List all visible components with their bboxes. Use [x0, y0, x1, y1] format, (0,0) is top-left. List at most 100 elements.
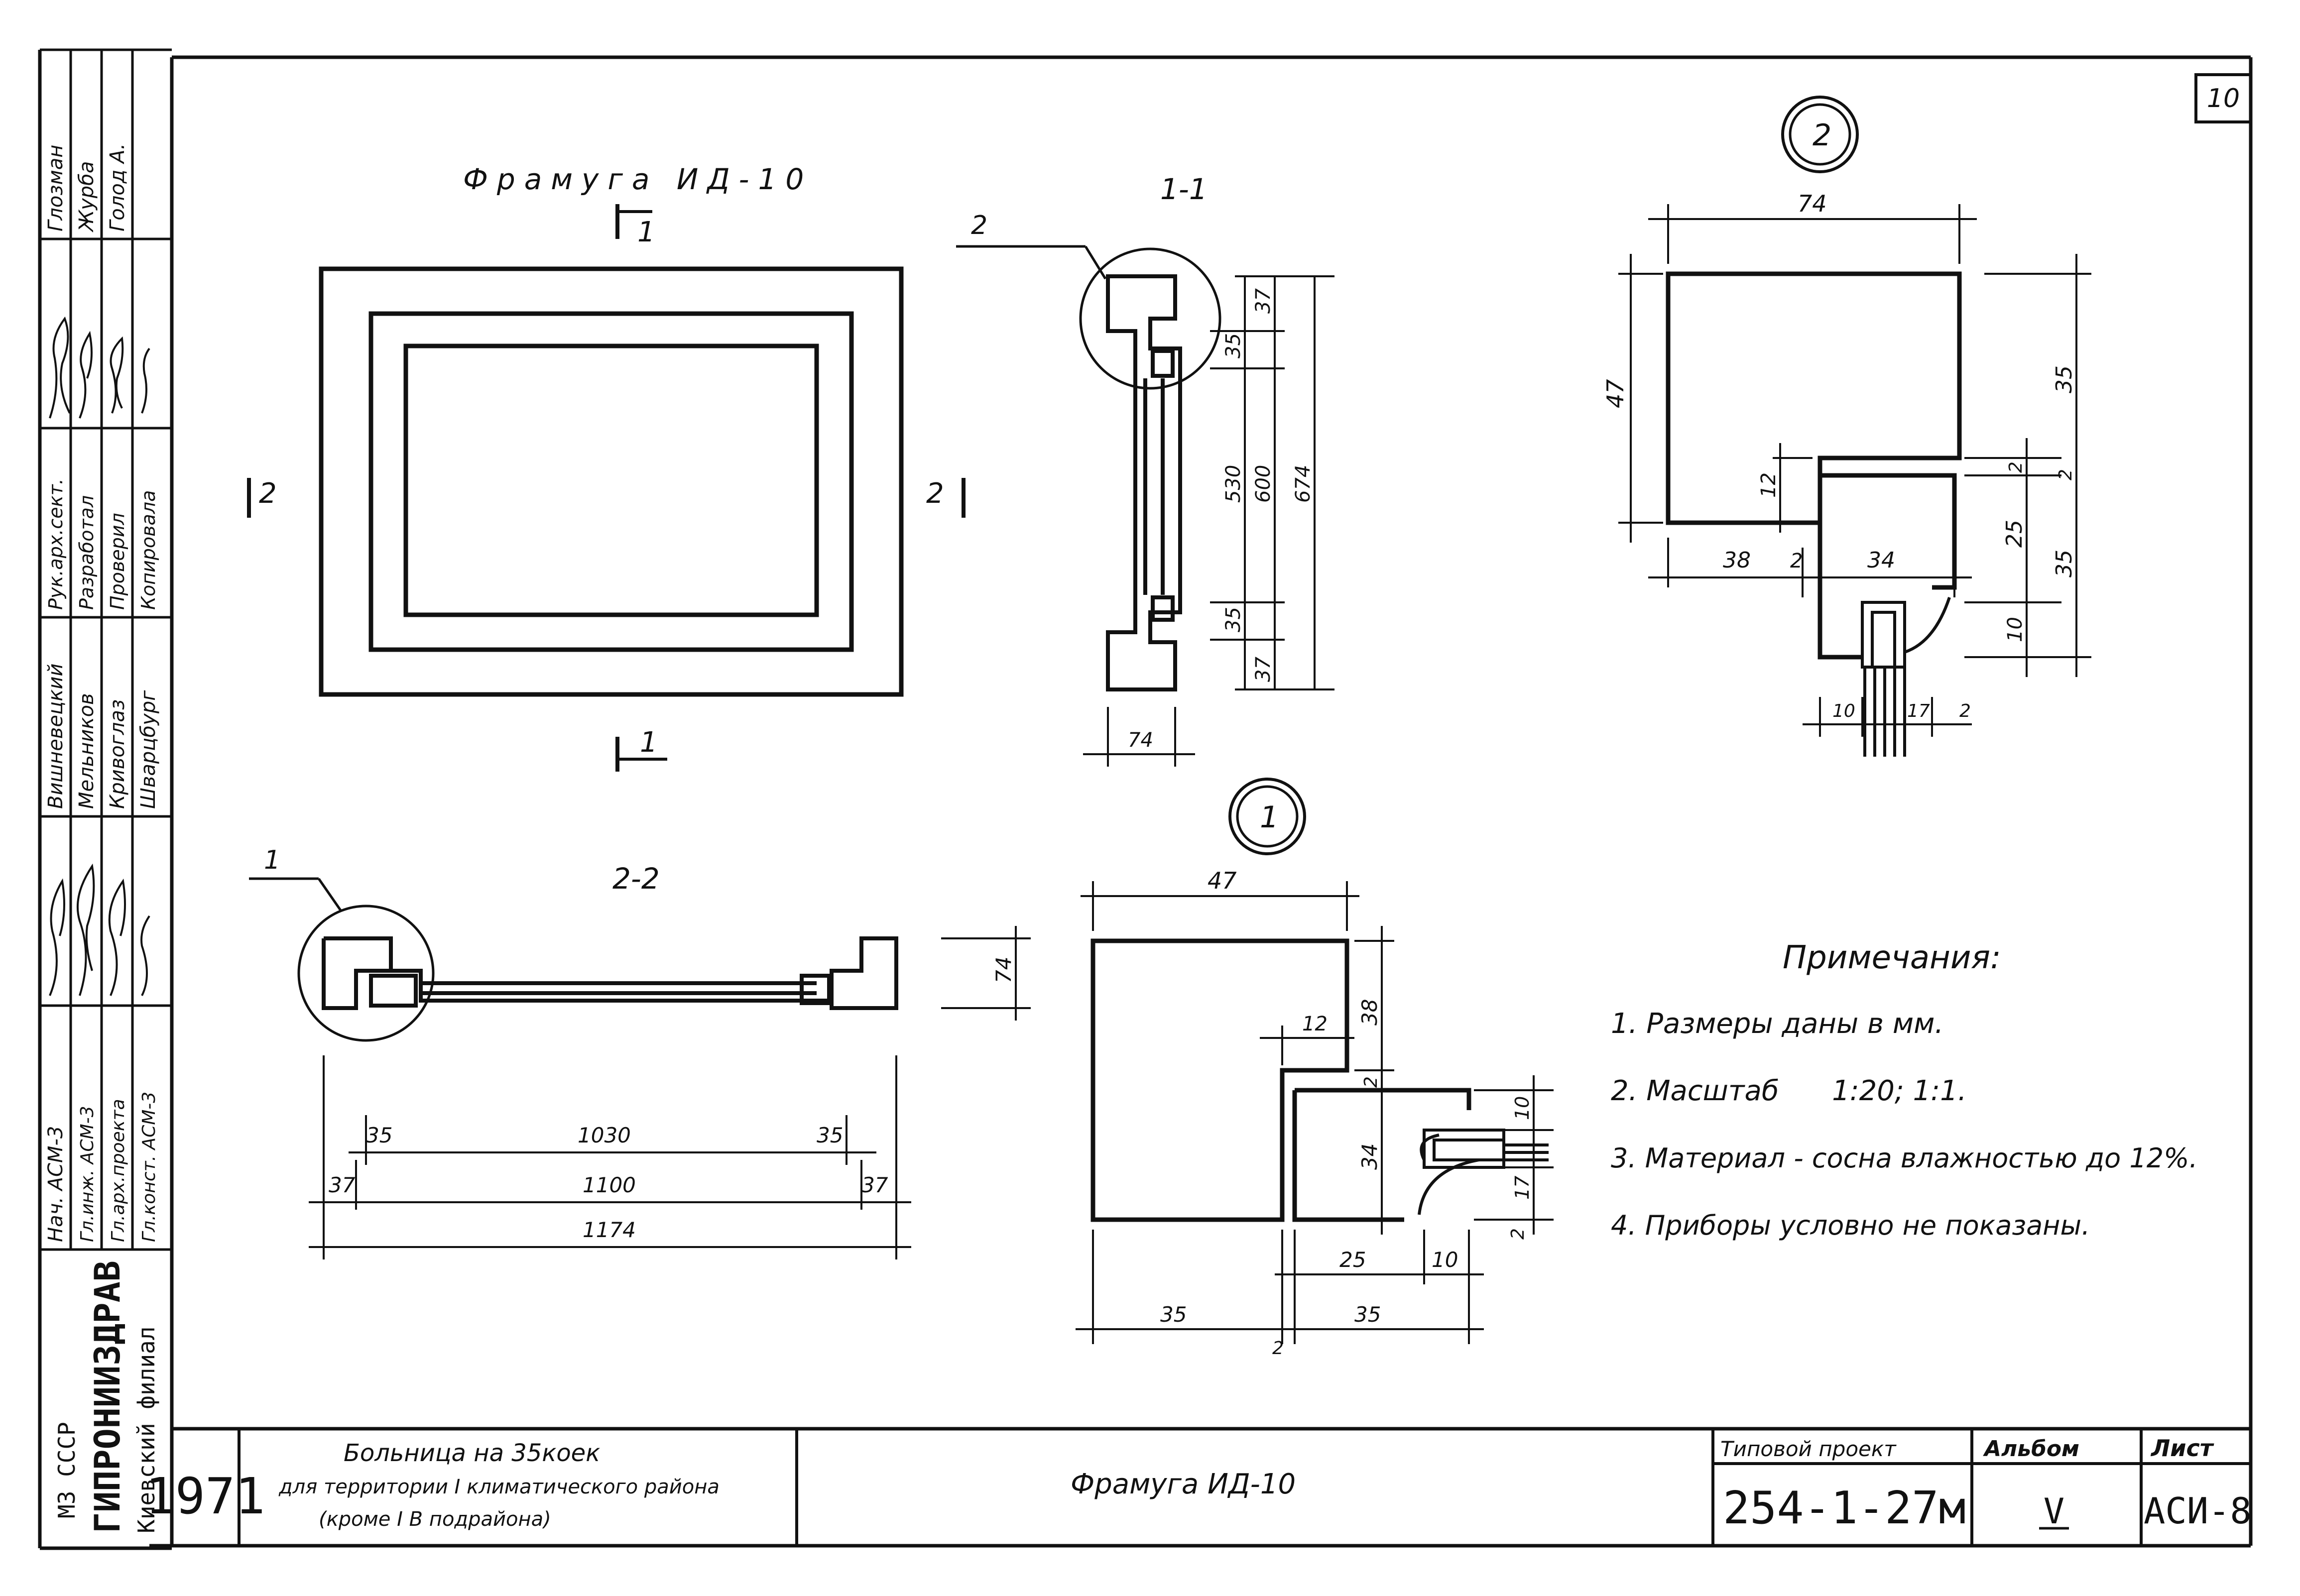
detail-2: 2 74 47	[1602, 96, 2091, 757]
sec11-d35-bot: 35	[1222, 607, 1245, 632]
notes-heading: Примечания:	[1783, 939, 2001, 976]
detail-2-number: 2	[1813, 118, 1831, 153]
det2-d12: 12	[1757, 472, 1780, 498]
det1-d35a: 35	[1160, 1302, 1187, 1327]
cut-marker-1-bottom: 1	[615, 726, 667, 772]
det2-d25: 25	[2002, 520, 2027, 548]
stamp-r3c1: Гл.арх.проекта	[108, 1099, 128, 1242]
stamp-r4c2: Шварцбург	[137, 690, 160, 809]
stamp-organization: МЗ СССР ГИПРОНИИЗДРАВ Киевский филиал	[53, 1260, 160, 1533]
stamp-r1c3: Рук.арх.сект.	[45, 478, 67, 610]
stamp-r1c2: Вишневецкий	[44, 664, 67, 809]
stamp-r4c1: Гл.конст. АСМ-3	[139, 1092, 159, 1242]
cut-2-right-label: 2	[926, 477, 944, 510]
det2-d47: 47	[1602, 379, 1629, 408]
notes-item-4: 4. Приборы условно не показаны.	[1611, 1210, 2090, 1241]
stamp-r2c2: Мельников	[75, 693, 98, 809]
elevation-view: Фрамуга ИД-10 1 1 2 2	[247, 162, 966, 772]
stamp-r1c1: Нач. АСМ-3	[44, 1126, 67, 1242]
det1-d2b: 2	[1508, 1228, 1528, 1240]
det1-d2a: 2	[1361, 1076, 1381, 1088]
det2-d34: 34	[1867, 548, 1895, 573]
det2-d35a: 35	[2052, 365, 2077, 393]
notes-item-3: 3. Материал - сосна влажностью до 12%.	[1611, 1142, 2198, 1174]
stamp-r2c1: Гл.инж. АСМ-3	[77, 1106, 98, 1242]
cut-1-top-label: 1	[637, 216, 655, 248]
sec22-d1100: 1100	[583, 1173, 636, 1197]
stamp-r3c3: Проверил	[107, 513, 128, 610]
sec22-d35-left: 35	[366, 1123, 392, 1147]
stamp-r1c4: Глозман	[44, 145, 67, 231]
sec11-d530: 530	[1222, 465, 1245, 503]
det2-d17: 17	[1907, 701, 1930, 721]
detail-2-callout-circle	[1079, 247, 1221, 390]
sec22-d1174: 1174	[583, 1218, 636, 1242]
sheet-frame	[38, 50, 2253, 1550]
cut-1-bottom-label: 1	[640, 726, 658, 759]
cut-marker-2-right: 2	[926, 477, 966, 518]
det2-d10a: 10	[2004, 617, 2027, 642]
det1-d10b: 10	[1432, 1248, 1458, 1272]
det2-d2b: 2	[2056, 469, 2076, 480]
org-ministry: МЗ СССР	[53, 1422, 80, 1518]
sec11-d74: 74	[1128, 729, 1153, 752]
det1-d10: 10	[1511, 1096, 1533, 1120]
sheet-number: 10	[2207, 84, 2240, 114]
tb-typical-label: Типовой проект	[1720, 1437, 1897, 1461]
sec11-d674: 674	[1292, 465, 1315, 503]
det2-d2a: 2	[2006, 461, 2026, 473]
det2-d74: 74	[1798, 190, 1827, 217]
det2-d35b: 35	[2052, 550, 2077, 577]
det1-d2c: 2	[1272, 1338, 1284, 1359]
tb-project-line1: Больница на 35коек	[344, 1439, 600, 1467]
det1-d34: 34	[1357, 1143, 1382, 1170]
section-2-2-callout-1: 1	[264, 845, 280, 875]
det1-d38: 38	[1357, 999, 1382, 1026]
tb-drawing-name: Фрамуга ИД-10	[1071, 1468, 1296, 1500]
stamp-col-name-left: Вишневецкий Мельников Кривоглаз Шварцбур…	[44, 664, 160, 809]
section-2-2: 2-2 1 74 35	[249, 845, 1031, 1259]
stamp-col-name-right: Глозман Журба Голод А.	[44, 143, 129, 233]
stamp-col-role-right: Рук.арх.сект. Разработал Проверил Копиро…	[45, 478, 159, 610]
sec22-d1030: 1030	[578, 1123, 631, 1147]
sec22-d37-left: 37	[329, 1173, 356, 1197]
det1-d12: 12	[1302, 1013, 1328, 1035]
tb-project-line2: для территории I климатического района	[278, 1476, 720, 1498]
stamp-r2c4: Журба	[75, 161, 98, 233]
section-1-1-callout-2: 2	[971, 211, 987, 240]
tb-sheet-label: Лист	[2150, 1435, 2214, 1462]
cut-marker-2-left: 2	[247, 477, 277, 518]
det2-d2c: 2	[1790, 550, 1803, 572]
stamp-signatures	[49, 316, 150, 996]
section-1-1-title: 1-1	[1160, 172, 1208, 206]
elevation-title: Фрамуга ИД-10	[463, 162, 813, 196]
tb-album-label: Альбом	[1983, 1436, 2079, 1462]
det1-d35b: 35	[1354, 1302, 1381, 1327]
tb-year: 1971	[145, 1467, 265, 1525]
cut-2-left-label: 2	[259, 477, 277, 510]
det2-d10b: 10	[1832, 701, 1855, 721]
sec22-d74: 74	[991, 957, 1016, 983]
sheet-number-box: 10	[2194, 73, 2252, 123]
title-block: 1971 Больница на 35коек для территории I…	[145, 1429, 2252, 1546]
notes-block: Примечания: 1. Размеры даны в мм. 2. Мас…	[1611, 939, 2198, 1241]
sec22-d37-right: 37	[861, 1173, 888, 1197]
tb-album-value: V	[2044, 1491, 2064, 1532]
det1-d25: 25	[1339, 1248, 1366, 1272]
det2-d38: 38	[1723, 548, 1751, 573]
sec11-d600: 600	[1252, 465, 1275, 503]
side-stamp: Нач. АСМ-3 Гл.инж. АСМ-3 Гл.арх.проекта …	[40, 48, 172, 1533]
stamp-r2c3: Разработал	[76, 495, 98, 610]
det1-d47: 47	[1208, 867, 1237, 894]
tb-sheet-value: АСИ-8	[2144, 1490, 2252, 1532]
tb-typical-value: 254-1-27м	[1723, 1482, 1966, 1534]
stamp-r3c4: Голод А.	[106, 143, 129, 231]
stamp-col-role-left: Нач. АСМ-3 Гл.инж. АСМ-3 Гл.арх.проекта …	[44, 1092, 159, 1242]
sec11-d37-top: 37	[1252, 288, 1275, 314]
sec22-d35-right: 35	[817, 1123, 843, 1147]
section-2-2-title: 2-2	[612, 862, 660, 896]
sec11-d37-bot: 37	[1252, 657, 1275, 682]
section-1-1: 1-1 2 37 35 530 600 674 35 37	[956, 172, 1334, 767]
notes-item-1: 1. Размеры даны в мм.	[1611, 1008, 1943, 1040]
